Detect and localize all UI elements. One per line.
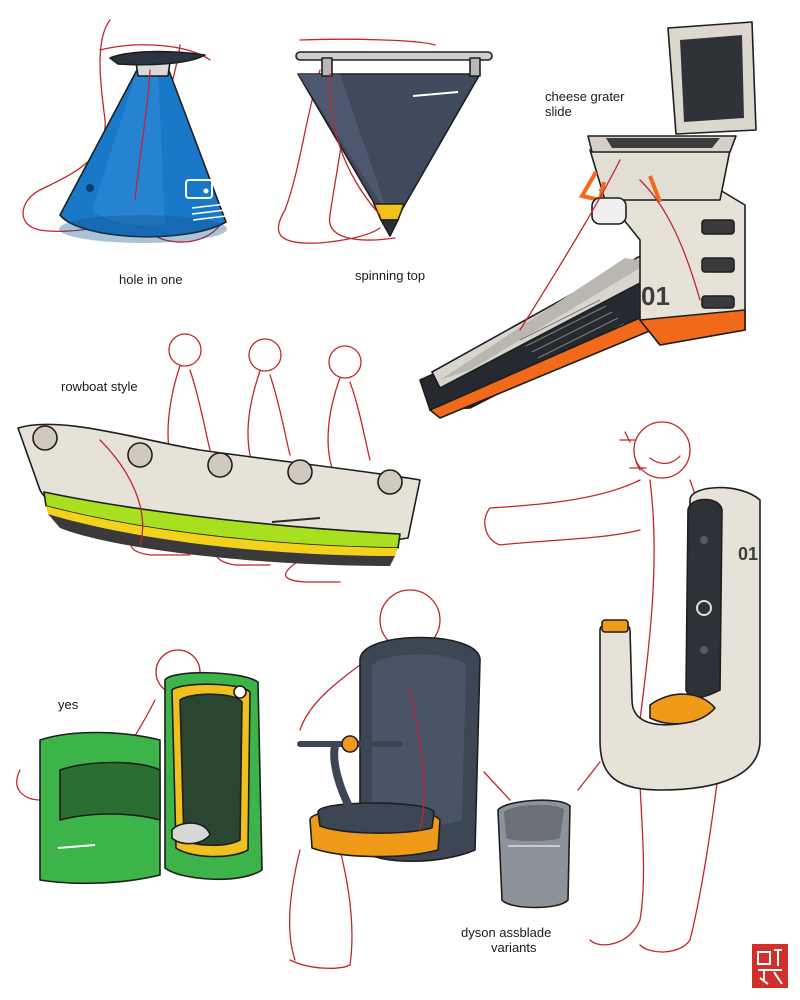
- spinning-top-sketch: [277, 38, 493, 244]
- caption-cheese-grater-line1: cheese grater: [545, 89, 625, 104]
- seat-unit-sketch: [288, 589, 481, 969]
- caption-spinning-top: spinning top: [355, 268, 426, 283]
- rowboat-style-sketch: [17, 333, 421, 583]
- caption-dyson-line1: dyson assblade: [461, 925, 552, 940]
- j-unit-sketch: [484, 421, 761, 953]
- dyson-dryer-sketch: [483, 761, 601, 909]
- cheese-grater-slide-sketch: [419, 21, 757, 419]
- caption-yes: yes: [58, 697, 79, 712]
- hole-in-one-sketch: [22, 19, 227, 243]
- caption-hole-in-one: hole in one: [119, 272, 183, 287]
- j-unit-number: 01: [738, 544, 758, 564]
- grater-unit-number: 01: [641, 281, 670, 311]
- yes-sketch: [16, 649, 263, 885]
- artist-seal: [752, 944, 788, 988]
- caption-rowboat-style: rowboat style: [61, 379, 138, 394]
- caption-dyson-line2: variants: [491, 940, 537, 955]
- caption-cheese-grater-line2: slide: [545, 104, 572, 119]
